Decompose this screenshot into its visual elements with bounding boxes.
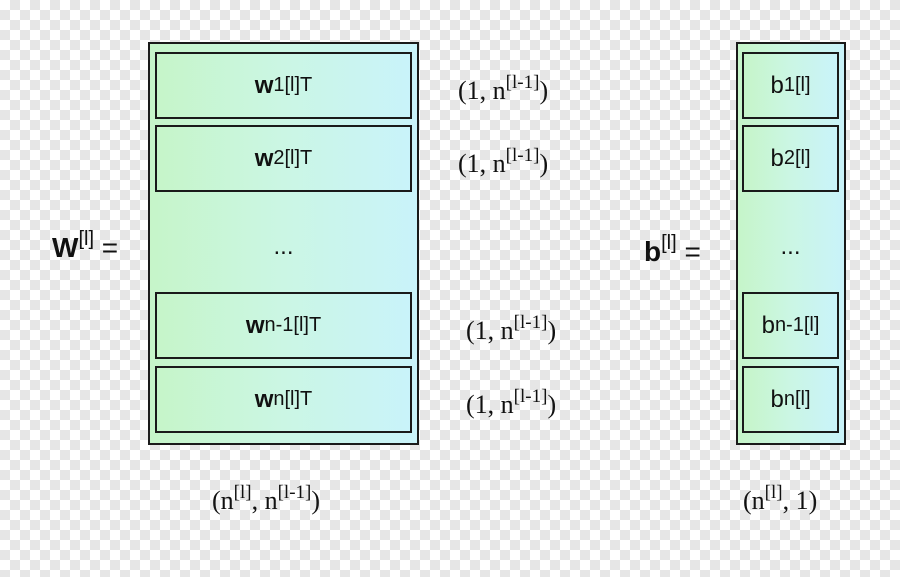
b-cell-1-base: b (770, 71, 784, 99)
b-shape-part-1: (n (743, 486, 765, 515)
w-row-2-superscript: [l]T (284, 147, 313, 169)
w-shape-part-3: ) (311, 486, 321, 515)
w-row-2-dim-suffix: ) (539, 149, 549, 178)
b-cell-2-subscript: 2 (783, 147, 795, 169)
w-row-1-dim-sup: [l-1] (505, 72, 540, 93)
w-row-n-1-dim-suffix: ) (547, 316, 557, 345)
w-row-2-dim-sup: [l-1] (505, 145, 540, 166)
b-cell-n-superscript: [l] (794, 388, 811, 410)
b-cell-2-superscript: [l] (794, 147, 811, 169)
w-shape-sup-1: [l] (233, 482, 252, 503)
b-vector-label: b[l] = (644, 232, 701, 268)
w-ellipsis: ... (273, 233, 294, 260)
w-row-n-dim-suffix: ) (547, 390, 557, 419)
w-matrix-shape: (n[l], n[l-1]) (212, 482, 320, 516)
b-shape-sup-1: [l] (764, 482, 783, 503)
b-cell-n-subscript: n (783, 388, 795, 410)
w-shape-part-1: (n (212, 486, 234, 515)
w-row-2-dimension: (1, n[l-1]) (458, 145, 548, 179)
w-row-n-superscript: [l]T (284, 388, 313, 410)
w-equals-sign: = (101, 232, 119, 263)
w-row-n-base: w (254, 385, 274, 413)
w-row-n-1-base: w (245, 311, 265, 339)
b-ellipsis: ... (780, 233, 801, 260)
w-row-n-dimension: (1, n[l-1]) (466, 386, 556, 420)
w-row-1-dim-suffix: ) (539, 76, 549, 105)
w-row-1-dim-prefix: (1, n (458, 76, 506, 105)
w-row-n-1-subscript: n-1 (264, 314, 294, 336)
w-row-n-1-dimension: (1, n[l-1]) (466, 312, 556, 346)
w-row-2-subscript: 2 (273, 147, 285, 169)
w-row-2-base: w (254, 144, 274, 172)
b-symbol: b (644, 236, 662, 267)
w-row-n-1-dim-sup: [l-1] (513, 312, 548, 333)
w-row-n-1-dim-prefix: (1, n (466, 316, 514, 345)
w-matrix-label: W[l] = (52, 228, 118, 264)
b-cell-n-1-base: b (761, 311, 775, 339)
w-row-n-dim-prefix: (1, n (466, 390, 514, 419)
b-cell-1-superscript: [l] (794, 74, 811, 96)
b-vector-shape: (n[l], 1) (743, 482, 817, 516)
b-cell-2-base: b (770, 144, 784, 172)
w-row-n-subscript: n (273, 388, 285, 410)
w-row-n-1-superscript: [l]T (293, 314, 322, 336)
b-equals-sign: = (684, 236, 701, 267)
w-superscript: [l] (78, 228, 94, 250)
w-row-1-superscript: [l]T (284, 74, 313, 96)
b-cell-n-1-subscript: n-1 (774, 314, 804, 336)
w-row-2-dim-prefix: (1, n (458, 149, 506, 178)
b-cell-n-1-superscript: [l] (803, 314, 820, 336)
w-symbol: W (52, 232, 79, 263)
w-row-1-subscript: 1 (273, 74, 285, 96)
b-cell-1-subscript: 1 (783, 74, 795, 96)
w-shape-sup-2: [l-1] (277, 482, 312, 503)
b-shape-part-2: , 1) (782, 486, 818, 515)
w-shape-part-2: , n (251, 486, 278, 515)
w-row-1-base: w (254, 71, 274, 99)
w-row-n-dim-sup: [l-1] (513, 386, 548, 407)
w-row-1-dimension: (1, n[l-1]) (458, 72, 548, 106)
b-superscript: [l] (661, 232, 677, 254)
b-cell-n-base: b (770, 385, 784, 413)
